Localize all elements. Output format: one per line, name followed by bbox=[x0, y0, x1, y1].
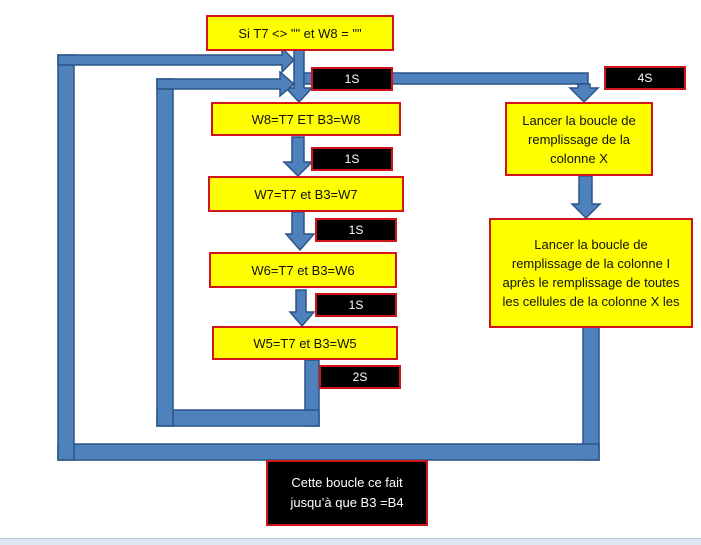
delay-label-6-text: 4S bbox=[637, 70, 653, 85]
loop-i-box: Lancer la boucle de remplissage de la co… bbox=[489, 218, 693, 328]
loop-x-box: Lancer la boucle de remplissage de la co… bbox=[505, 102, 653, 176]
delay-label-4: 1S bbox=[315, 293, 397, 317]
delay-label-4-text: 1S bbox=[348, 297, 364, 312]
arrow-w8-to-w7 bbox=[282, 136, 314, 178]
arrow-condition-to-w8 bbox=[284, 49, 314, 104]
arrow-w7-to-w6 bbox=[284, 211, 316, 252]
delay-label-5: 2S bbox=[319, 365, 401, 389]
step-w5-box: W5=T7 et B3=W5 bbox=[212, 326, 398, 360]
arrow-loop-x-to-loop-i bbox=[570, 175, 602, 220]
arrow-w6-to-w5 bbox=[288, 289, 316, 328]
step-w6-text: W6=T7 et B3=W6 bbox=[251, 262, 355, 278]
step-w6-box: W6=T7 et B3=W6 bbox=[209, 252, 397, 288]
loop-x-text: Lancer la boucle de remplissage de la co… bbox=[522, 112, 636, 166]
connector-branch-right bbox=[303, 72, 589, 85]
step-w8-box: W8=T7 ET B3=W8 bbox=[211, 102, 401, 136]
arrow-inner-return bbox=[156, 70, 296, 98]
connector-outer-down bbox=[582, 325, 600, 461]
condition-text: Si T7 <> "" et W8 = "" bbox=[238, 25, 362, 41]
connector-outer-left bbox=[57, 54, 75, 461]
delay-label-6: 4S bbox=[604, 66, 686, 90]
step-w7-box: W7=T7 et B3=W7 bbox=[208, 176, 404, 212]
delay-label-3: 1S bbox=[315, 218, 397, 242]
delay-label-5-text: 2S bbox=[352, 369, 368, 384]
step-w7-text: W7=T7 et B3=W7 bbox=[254, 186, 358, 202]
step-w5-text: W5=T7 et B3=W5 bbox=[253, 335, 357, 351]
delay-label-1-text: 1S bbox=[344, 71, 360, 86]
arrow-outer-return bbox=[57, 46, 296, 74]
step-w8-text: W8=T7 ET B3=W8 bbox=[251, 111, 361, 127]
loop-i-text: Lancer la boucle de remplissage de la co… bbox=[502, 237, 680, 309]
connector-outer-bottom bbox=[57, 443, 600, 461]
delay-label-2-text: 1S bbox=[344, 151, 360, 166]
arrow-to-loop-x bbox=[568, 83, 600, 104]
condition-box: Si T7 <> "" et W8 = "" bbox=[206, 15, 394, 51]
delay-label-3-text: 1S bbox=[348, 222, 364, 237]
connector-inner-bottom bbox=[156, 409, 320, 427]
delay-label-2: 1S bbox=[311, 147, 393, 171]
end-condition-box: Cette boucle ce fait jusqu’à que B3 =B4 bbox=[266, 460, 428, 526]
connector-inner-left bbox=[156, 78, 174, 427]
window-bottom-strip bbox=[0, 538, 701, 545]
end-condition-text: Cette boucle ce fait jusqu’à que B3 =B4 bbox=[290, 475, 404, 510]
delay-label-1: 1S bbox=[311, 67, 393, 91]
